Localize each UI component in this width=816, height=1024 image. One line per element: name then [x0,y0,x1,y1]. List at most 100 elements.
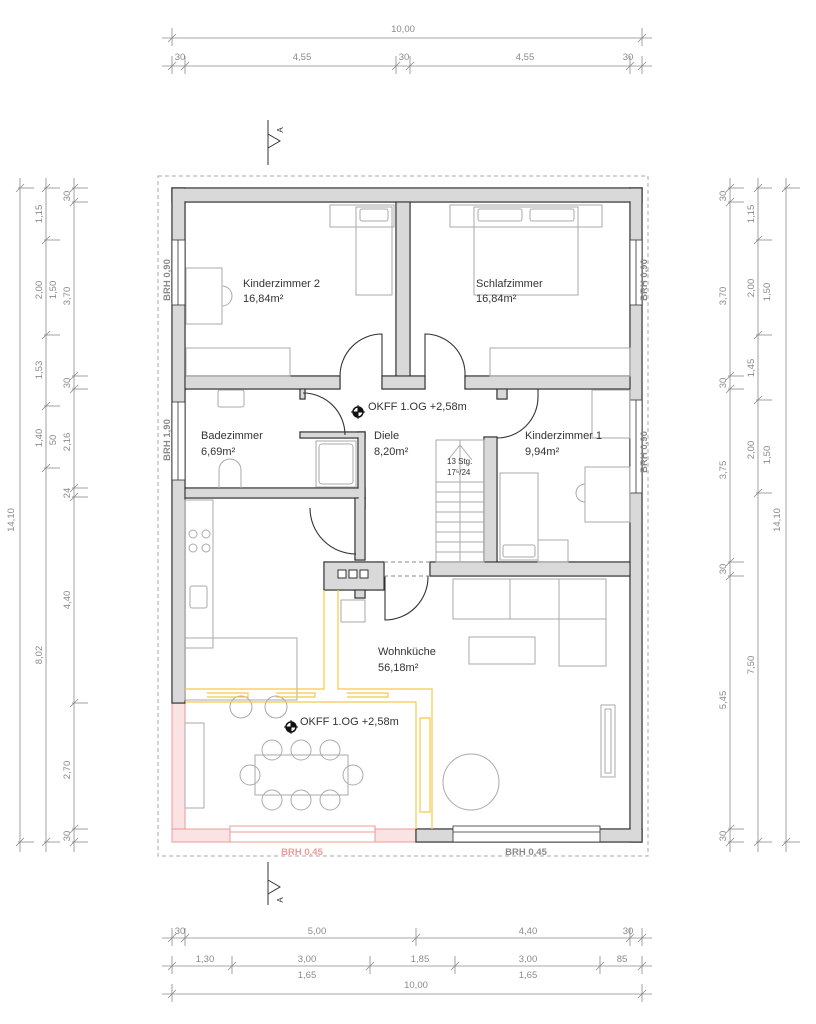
desk [185,267,223,325]
dim-label: 4,55 [516,52,535,63]
dim-label: 30 [175,52,186,63]
dim-label: 3,70 [718,287,729,306]
dim-label: 1,50 [48,281,59,300]
section-label: A [276,127,285,133]
coffee-table [468,636,536,665]
dim-label: 14,10 [772,508,783,532]
dimension-lines [15,28,800,1002]
brh-label: BRH 1,90 [162,419,173,461]
level-label: OKFF 1.OG +2,58m [300,716,399,728]
dim-label: 1,85 [411,954,430,965]
dim-label: 1,65 [519,970,538,981]
section-marker-top: A [267,120,285,165]
dim-label: 3,75 [718,461,729,480]
brh-label: BRH 0,45 [281,847,323,858]
dim-label: 8,02 [34,646,45,665]
dim-label: 1,53 [34,361,45,380]
flue [348,569,358,579]
stair-ratio: 17⁵/24 [447,468,471,477]
sideboard [184,722,205,809]
room-area: 56,18m² [378,662,419,674]
dim-label: 2,00 [746,279,757,298]
dim-label: 3,00 [519,954,538,965]
door-schlafzimmer[interactable] [424,333,466,377]
toilet [218,458,242,488]
highlight-area [171,702,417,843]
dim-label: 10,00 [404,980,428,991]
room-area: 9,94m² [525,446,560,458]
sink [217,389,245,408]
level-marker: OKFF 1.OG +2,58m [284,716,399,734]
bed-kinderzimmer-1 [499,472,539,561]
furniture [184,204,631,811]
dim-label: 2,00 [34,281,45,300]
dim-label: 1,15 [34,205,45,224]
room-area: 16,84m² [476,293,517,305]
dim-label: 2,70 [62,761,73,780]
room-name: Wohnküche [378,646,436,658]
dim-label: 1,45 [746,359,757,378]
dim-label: 3,00 [298,954,317,965]
room-name: Schlafzimmer [476,278,543,290]
staircase [435,439,485,563]
dim-label: 7,50 [746,656,757,675]
room-area: 6,69m² [201,446,236,458]
dim-label: 30 [718,831,729,842]
dim-label: 2,00 [746,441,757,460]
level-label: OKFF 1.OG +2,58m [368,401,467,413]
dim-label: 30 [623,52,634,63]
dim-label: 30 [62,831,73,842]
door-kinderzimmer-2[interactable] [339,333,383,377]
dim-label: 1,50 [762,283,773,302]
sofa [452,578,607,620]
dim-label: 5,00 [308,926,327,937]
outline-boundary [157,175,649,857]
dim-label: 1,65 [298,970,317,981]
bed [355,206,393,296]
room-name: Diele [374,430,399,442]
dim-label: 2,16 [62,433,73,452]
dim-label: 5,45 [718,691,729,710]
shower [315,440,357,488]
kitchen-counter [184,499,214,649]
dim-label: 30 [718,564,729,575]
room-name: Kinderzimmer 1 [525,430,602,442]
dim-label: 1,15 [746,205,757,224]
dim-label: 30 [399,52,410,63]
brh-label: BRH 0,45 [505,847,547,858]
room-name: Badezimmer [201,430,263,442]
double-bed [473,206,579,296]
heating-lines [185,590,433,829]
dim-label: 1,30 [196,954,215,965]
kitchen-island [184,637,298,701]
dim-label: 24 [62,488,73,499]
windows [171,239,643,843]
level-marker: OKFF 1.OG +2,58m [351,401,467,419]
door-wohnkueche[interactable] [384,575,429,621]
wardrobe [329,204,395,228]
room-area: 8,20m² [374,446,409,458]
dim-label: 3,70 [62,287,73,306]
stair-steps: 13 Stg. [447,457,472,466]
round-table [442,753,500,811]
door-badezimmer[interactable] [302,392,346,436]
room-area: 16,84m² [243,293,284,305]
brh-label: BRH 0,90 [162,259,173,301]
door-kinderzimmer-1[interactable] [496,389,539,439]
dim-label: 30 [718,191,729,202]
dim-label: 50 [48,435,59,446]
dim-label: 4,40 [519,926,538,937]
dim-label: 4,40 [62,591,73,610]
dim-label: 30 [62,378,73,389]
section-label: A [276,897,285,903]
brh-label: BRH 0,90 [639,259,650,301]
door-kitchen[interactable] [309,507,357,555]
flue [359,569,369,579]
dim-label: 4,55 [293,52,312,63]
dim-label: 30 [175,926,186,937]
dim-label: 85 [617,954,628,965]
doors [302,333,539,621]
dim-label: 30 [623,926,634,937]
flue [337,569,347,579]
